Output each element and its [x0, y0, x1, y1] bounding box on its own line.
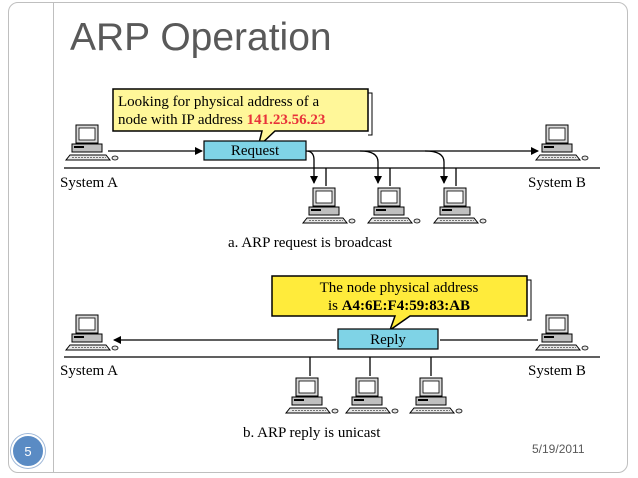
page-number-badge: 5: [11, 434, 45, 468]
node-computer-a2: [367, 187, 421, 224]
callout-a-ip: 141.23.56.23: [247, 112, 326, 128]
node-computer-b1: [285, 377, 339, 414]
request-label: Request: [231, 143, 280, 159]
callout-a-line2: node with IP address 141.23.56.23: [118, 112, 325, 128]
system-a-label-bottom: System A: [60, 363, 118, 379]
system-b-computer-bottom: [535, 314, 589, 351]
slide-date: 5/19/2011: [532, 442, 585, 456]
system-b-label-top: System B: [528, 175, 586, 191]
node-computer-a3: [433, 187, 487, 224]
callout-b-line1: The node physical address: [320, 280, 479, 296]
bus-b-drops: [309, 357, 432, 376]
callout-a-line1: Looking for physical address of a: [118, 94, 320, 110]
caption-b: b. ARP reply is unicast: [243, 425, 381, 441]
bus-a-drops: [325, 168, 457, 186]
reply-label: Reply: [370, 332, 406, 348]
callout-b-mac: A4:6E:F4:59:83:AB: [342, 298, 470, 314]
system-a-computer-top: [65, 124, 119, 161]
node-computer-a1: [302, 187, 356, 224]
callout-b-line2: is A4:6E:F4:59:83:AB: [328, 298, 470, 314]
broadcast-branches: [305, 150, 448, 184]
node-computer-b3: [409, 377, 463, 414]
system-a-computer-bottom: [65, 314, 119, 351]
node-computer-b2: [345, 377, 399, 414]
system-b-label-bottom: System B: [528, 363, 586, 379]
caption-a: a. ARP request is broadcast: [228, 235, 393, 251]
callout-a: Looking for physical address of a node w…: [112, 88, 373, 150]
system-a-label-top: System A: [60, 175, 118, 191]
request-packet: Request: [203, 140, 307, 161]
system-b-computer-top: [535, 124, 589, 161]
callout-b: The node physical address is A4:6E:F4:59…: [271, 275, 532, 332]
slide-margin-line: [53, 3, 54, 472]
reply-packet: Reply: [337, 328, 439, 350]
slide-title: ARP Operation: [70, 16, 332, 59]
